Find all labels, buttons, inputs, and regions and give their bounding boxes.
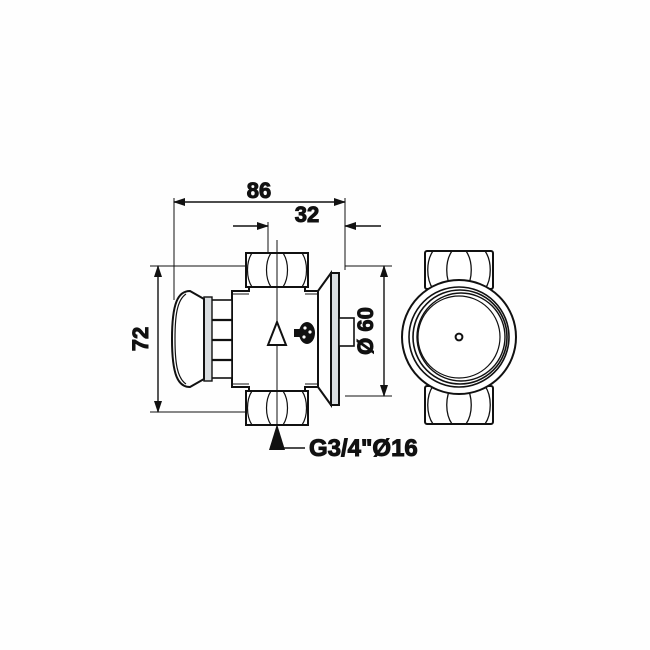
thread-callout-leader: [269, 424, 305, 450]
center-pin-dot: [454, 332, 464, 342]
overall-height-label: 72: [128, 327, 153, 351]
push-button-handle: [170, 289, 205, 389]
flow-direction-triangle: [266, 319, 288, 346]
thread-callout-label: G3/4"Ø16: [309, 435, 418, 462]
conical-flange-cap: [317, 269, 355, 409]
cap-length-label: 32: [295, 202, 319, 227]
overall-length-label: 86: [247, 178, 271, 203]
cap-nub: [338, 317, 355, 347]
side-section-view: [170, 240, 355, 440]
front-elevation-view: [401, 250, 517, 425]
manufacturer-logo-mark: [294, 322, 315, 344]
handle-ribbed-neck: [203, 296, 233, 382]
body-diameter-label: Ø 60: [353, 307, 378, 355]
